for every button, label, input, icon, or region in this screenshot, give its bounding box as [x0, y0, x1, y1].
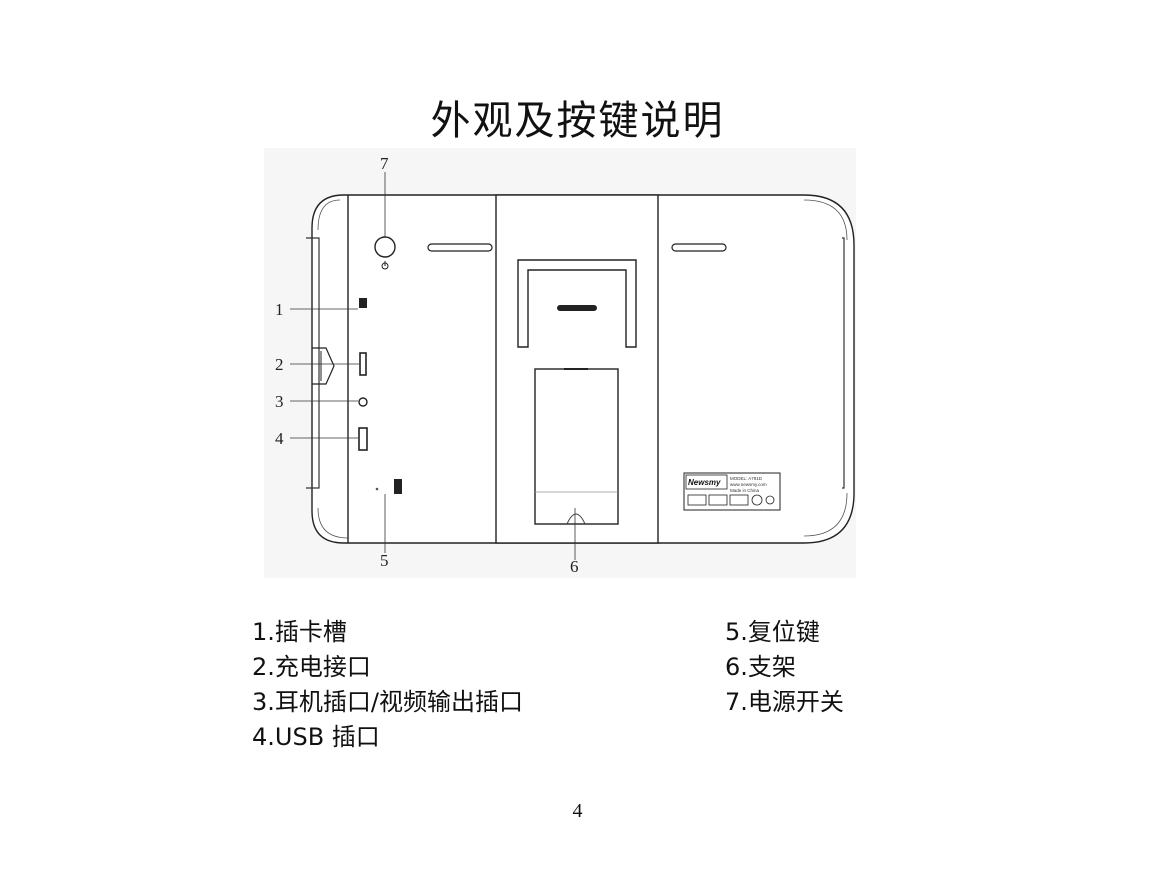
callout-6: 6 [570, 557, 579, 576]
page-number: 4 [572, 800, 583, 822]
callout-1: 1 [275, 300, 284, 319]
stand-frame [517, 259, 637, 348]
device-back-illustration: Newsmy MODEL: A791D www.newsmy.com Made … [264, 148, 856, 578]
legend-item: 5.复位键 [725, 618, 820, 646]
legend-item: 4.USB 插口 [252, 723, 380, 751]
legend-right: 5.复位键 6.支架 7.电源开关 [725, 615, 844, 720]
legend-item: 1.插卡槽 [252, 618, 347, 646]
usb-port [358, 427, 368, 451]
legend-item: 6.支架 [725, 653, 796, 681]
legend-item: 7.电源开关 [725, 688, 844, 716]
stand-latch [557, 305, 597, 311]
callout-5: 5 [380, 551, 389, 570]
label-mark-1 [687, 494, 707, 506]
label-mark-5 [765, 495, 775, 505]
headphone-port [358, 397, 368, 407]
reset-button [394, 479, 402, 494]
speaker-grille-left [427, 243, 493, 252]
label-mark-3 [729, 494, 749, 506]
left-side-edge [306, 237, 320, 489]
label-mark-2 [708, 494, 728, 506]
label-model: MODEL: A791D [730, 476, 763, 481]
callout-7: 7 [380, 154, 389, 173]
speaker-grille-right [671, 243, 727, 252]
label-brand: Newsmy [688, 478, 721, 487]
body-corner-tl [317, 199, 341, 231]
body-corner-br [803, 492, 848, 537]
page-title: 外观及按键说明 [430, 98, 725, 144]
device-back-svg: Newsmy MODEL: A791D www.newsmy.com Made … [264, 148, 856, 578]
reset-pinhole [375, 487, 379, 491]
kickstand-plate [534, 368, 619, 525]
card-slot-port [359, 298, 367, 308]
label-origin: Made in China [730, 488, 760, 493]
label-mark-4 [751, 494, 763, 506]
callout-4: 4 [275, 429, 284, 448]
legend-left: 1.插卡槽 2.充电接口 3.耳机插口/视频输出插口 4.USB 插口 [252, 615, 523, 755]
power-button [374, 236, 396, 258]
label-url: www.newsmy.com [730, 482, 767, 487]
body-corner-tr [803, 199, 848, 241]
callout-2: 2 [275, 355, 284, 374]
right-side-edge [842, 237, 845, 489]
legend-item: 3.耳机插口/视频输出插口 [252, 688, 523, 716]
legend-item: 2.充电接口 [252, 653, 371, 681]
body-corner-bl [317, 507, 349, 539]
callout-3: 3 [275, 392, 284, 411]
charge-port [359, 352, 367, 376]
left-edge-bump [312, 347, 335, 385]
